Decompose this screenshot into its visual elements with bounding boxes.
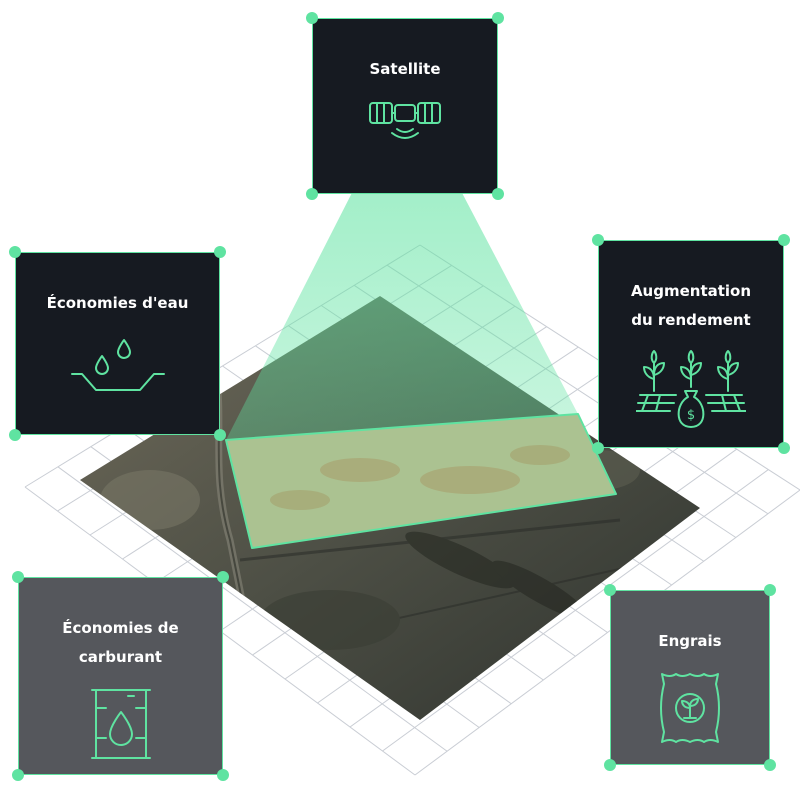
satellite-card: Satellite — [312, 18, 498, 194]
corner-dot — [778, 442, 790, 454]
corner-dot — [9, 246, 21, 258]
grid-line — [414, 489, 800, 776]
corner-dot — [9, 429, 21, 441]
corner-dot — [214, 246, 226, 258]
fuel-savings-card: Économies de carburant — [18, 577, 223, 775]
crops-money-bag-icon: $ — [635, 349, 747, 433]
yield-increase-card: Augmentation du rendement $ — [598, 240, 784, 448]
water-savings-card: Économies d'eau — [15, 252, 220, 435]
grid-line — [382, 469, 769, 752]
water-savings-title: Économies d'eau — [46, 294, 189, 312]
satellite-icon — [367, 98, 443, 150]
corner-dot — [492, 188, 504, 200]
aerial-field-image — [80, 296, 700, 720]
yield-increase-title: Augmentation du rendement — [630, 282, 752, 329]
corner-dot — [778, 234, 790, 246]
corner-dot — [604, 584, 616, 596]
fertilizer-card: Engrais — [610, 590, 770, 765]
satellite-beam — [226, 128, 578, 440]
corner-dot — [306, 188, 318, 200]
corner-dot — [604, 759, 616, 771]
corner-dot — [12, 571, 24, 583]
corner-dot — [592, 442, 604, 454]
fertilizer-sack-icon — [656, 670, 724, 750]
corner-dot — [592, 234, 604, 246]
svg-text:$: $ — [687, 408, 695, 423]
corner-dot — [12, 769, 24, 781]
fertilizer-title: Engrais — [658, 632, 722, 650]
satellite-title: Satellite — [369, 60, 441, 78]
fuel-savings-title: Économies de carburant — [62, 619, 179, 666]
water-drops-basin-icon — [68, 332, 168, 402]
corner-dot — [214, 429, 226, 441]
corner-dot — [217, 571, 229, 583]
fuel-barrel-icon — [86, 686, 156, 766]
corner-dot — [764, 759, 776, 771]
corner-dot — [764, 584, 776, 596]
corner-dot — [306, 12, 318, 24]
corner-dot — [217, 769, 229, 781]
grid-line — [57, 466, 448, 752]
corner-dot — [492, 12, 504, 24]
